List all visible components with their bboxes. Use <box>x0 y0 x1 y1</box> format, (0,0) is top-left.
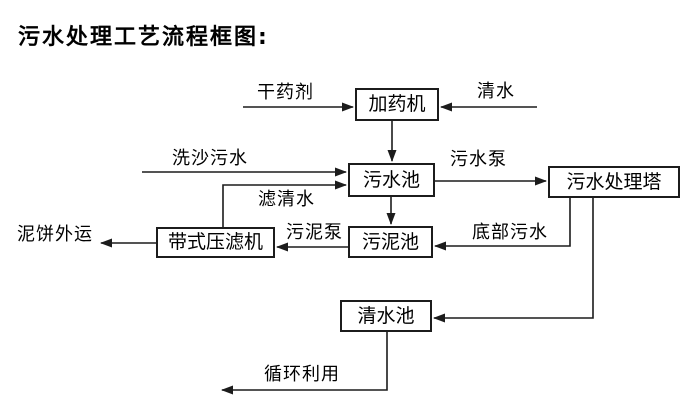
edge-label-sewage-pump: 污水泵 <box>450 149 507 170</box>
edge-filtered-water-arrow <box>222 180 347 227</box>
edge-label-filtered-water: 滤清水 <box>258 189 315 210</box>
node-dosing-machine: 加药机 <box>355 88 439 121</box>
edge-label-dry-agent: 干药剂 <box>257 82 314 103</box>
edge-label-clean-water: 清水 <box>477 81 515 102</box>
node-sludge-pool: 污泥池 <box>348 226 433 258</box>
edge-label-bottom-sewage: 底部污水 <box>472 222 548 243</box>
edge-bottom-sewage-arrow <box>434 198 571 251</box>
edge-label-sludge-pump: 污泥泵 <box>286 222 343 243</box>
node-treatment-tower: 污水处理塔 <box>548 166 680 198</box>
page-title: 污水处理工艺流程框图: <box>18 25 269 50</box>
node-clean-water-pool: 清水池 <box>340 300 432 332</box>
edge-recycling-arrow <box>221 332 388 395</box>
edge-label-mud-cake: 泥饼外运 <box>17 224 93 245</box>
node-sewage-pool: 污水池 <box>348 163 435 197</box>
node-belt-filter-press: 带式压滤机 <box>156 227 275 258</box>
edge-label-recycling: 循环利用 <box>264 364 340 385</box>
edge-label-sand-wash-sewage: 洗沙污水 <box>172 148 248 169</box>
edge-tower-to-clean-pool-arrow <box>433 198 594 323</box>
